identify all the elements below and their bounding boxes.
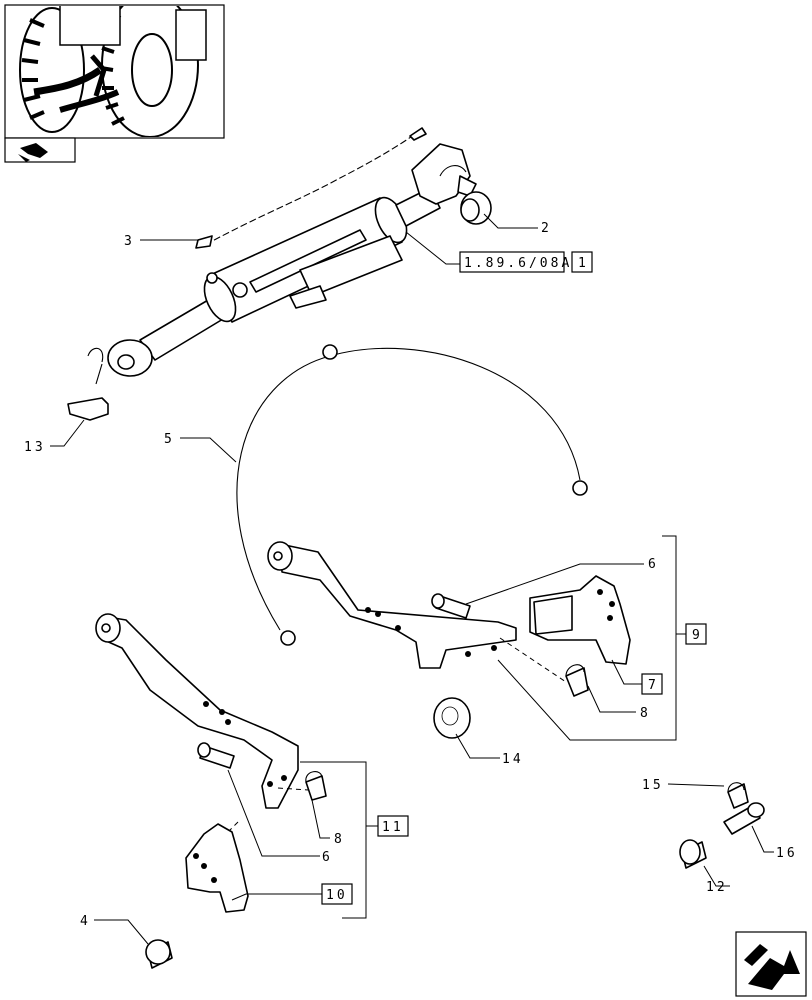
tractor-thumbnail[interactable] [4,0,225,163]
clip-part-8-left[interactable] [305,771,327,801]
callout-16: 16 [776,846,798,861]
right-lower-link [267,541,517,669]
check-cable-part-5[interactable] [236,344,588,646]
left-lower-link [95,613,299,809]
callout-13: 13 [24,440,46,455]
callout-14: 14 [502,752,524,767]
pin-part-6-right[interactable] [431,593,471,619]
pin-part-13[interactable] [67,347,109,421]
callout-labels: 3 2 1.89.6/08A 1 13 5 6 9 7 8 14 15 16 1… [24,221,798,929]
pin-part-6-left[interactable] [197,742,235,769]
bushing-part-2[interactable] [460,191,492,225]
next-page-arrow-icon[interactable] [735,931,807,997]
callout-11-box[interactable]: 11 [377,815,409,837]
callout-5: 5 [164,432,175,447]
clip-part-15[interactable] [727,782,749,809]
hook-part-10[interactable] [185,823,249,913]
reference-box[interactable]: 1.89.6/08A 1 [459,251,593,273]
callout-10: 10 [326,888,348,903]
bushing-part-4[interactable] [145,939,173,969]
callout-6-right: 6 [648,557,659,572]
leader-lines [50,213,774,945]
callout-7: 7 [648,678,659,693]
pin-part-16[interactable] [723,802,765,835]
callout-4: 4 [80,914,91,929]
callout-15: 15 [642,778,664,793]
callout-7-box[interactable]: 7 [641,673,663,695]
reference-index: 1 [578,256,589,271]
callout-2: 2 [541,221,552,236]
callout-9-box[interactable]: 9 [685,623,707,645]
callout-3: 3 [124,234,135,249]
hook-part-7[interactable] [529,575,631,665]
clip-part-8-right[interactable] [565,664,589,697]
callout-8-left: 8 [334,832,345,847]
top-link-assembly [107,127,477,377]
callout-6-left: 6 [322,850,333,865]
bushing-part-12[interactable] [679,839,707,869]
callout-12: 12 [706,880,728,895]
ball-part-14[interactable] [433,697,471,739]
callout-10-box[interactable]: 10 [321,883,353,905]
callout-9: 9 [692,628,703,643]
previous-page-arrow-icon[interactable] [18,143,48,162]
reference-code: 1.89.6/08A [464,256,572,271]
callout-8-right: 8 [640,706,651,721]
callout-11: 11 [382,820,404,835]
